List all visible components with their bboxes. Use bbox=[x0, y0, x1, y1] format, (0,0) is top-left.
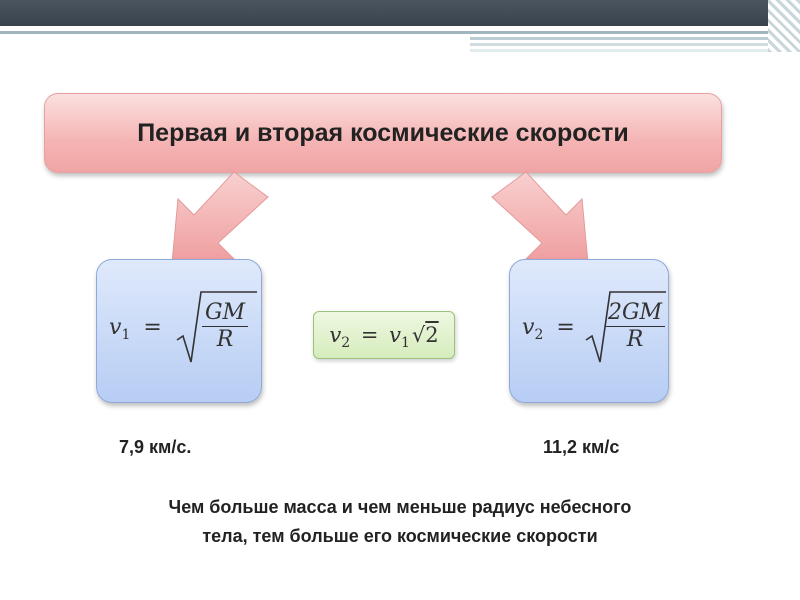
formula-subscript: 2 bbox=[534, 327, 544, 343]
second-speed-value: 11,2 км/с bbox=[543, 437, 620, 457]
formula-var: v bbox=[522, 315, 535, 340]
fraction-denominator: R bbox=[216, 327, 234, 352]
conclusion-text: Чем больше масса и чем меньше радиус неб… bbox=[40, 493, 760, 551]
arrow-left bbox=[171, 171, 269, 264]
sqrt-argument: 2 bbox=[425, 323, 439, 347]
fraction-numerator: GM bbox=[201, 300, 249, 327]
decor-stripe bbox=[0, 31, 768, 34]
formula-var: v bbox=[389, 323, 401, 347]
formula-subscript: 2 bbox=[341, 335, 351, 351]
formula-var: v bbox=[329, 323, 342, 347]
decor-stripe bbox=[470, 37, 768, 40]
relation-formula: v2 = v1√2 bbox=[313, 311, 455, 359]
formula-subscript: 1 bbox=[121, 327, 131, 343]
formula-var: v bbox=[109, 315, 122, 340]
header-bar bbox=[0, 0, 800, 26]
radical-sign bbox=[585, 291, 666, 363]
conclusion-line: тела, тем больше его космические скорост… bbox=[202, 526, 598, 546]
fraction: GM R bbox=[197, 300, 253, 353]
fraction-numerator: 2GM bbox=[604, 300, 666, 327]
arrow-right bbox=[491, 171, 589, 264]
first-speed-formula: v1 = GM R bbox=[96, 259, 262, 403]
sqrt-symbol: √ bbox=[411, 323, 426, 347]
second-speed-formula: v2 = 2GM R bbox=[509, 259, 669, 403]
decor-stripe bbox=[470, 43, 768, 46]
equals-sign: = bbox=[143, 315, 162, 340]
equals-sign: = bbox=[360, 323, 379, 347]
title-box: Первая и вторая космические скорости bbox=[44, 93, 722, 173]
equals-sign: = bbox=[556, 315, 575, 340]
slide-title: Первая и вторая космические скорости bbox=[137, 118, 629, 147]
fraction-denominator: R bbox=[626, 327, 644, 352]
formula-subscript: 1 bbox=[400, 335, 410, 351]
fraction: 2GM R bbox=[604, 300, 666, 353]
corner-pattern bbox=[768, 0, 800, 52]
first-speed-value: 7,9 км/с. bbox=[119, 437, 192, 457]
radical-sign bbox=[176, 291, 257, 363]
decor-stripe bbox=[470, 49, 768, 52]
conclusion-line: Чем больше масса и чем меньше радиус неб… bbox=[168, 497, 632, 517]
